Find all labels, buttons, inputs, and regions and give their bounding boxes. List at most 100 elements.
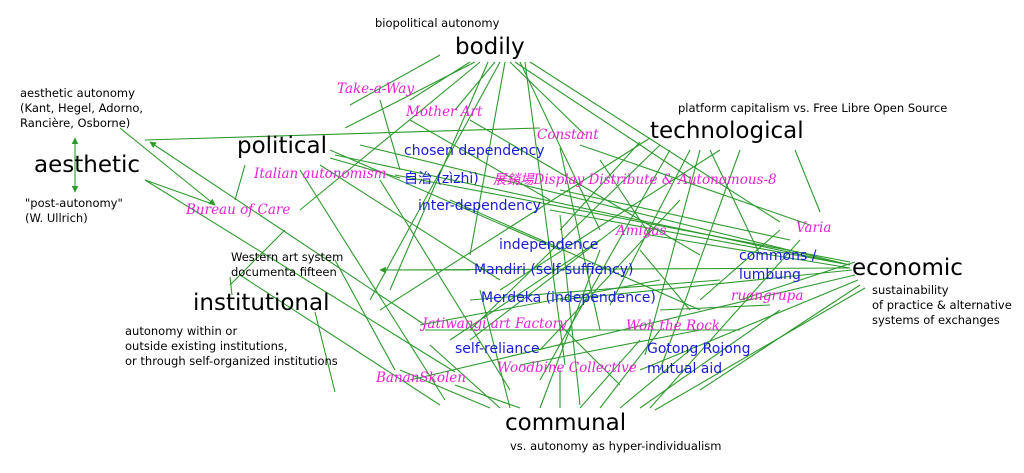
initiative-italian-autonomism: Italian autonomism [254, 166, 387, 182]
category-aesthetic: aesthetic [34, 152, 141, 178]
western-art-note: Western art system documenta fifteen [231, 250, 343, 280]
connection-line [299, 169, 446, 401]
connection-line [539, 199, 681, 351]
concept-zizhi: 自治 (zìzhì) [404, 171, 479, 187]
connection-line [609, 149, 691, 306]
connection-line [144, 179, 456, 373]
connection-line [399, 369, 491, 409]
connection-line [429, 344, 501, 409]
connection-line [389, 61, 489, 291]
connection-line [329, 149, 561, 251]
concept-self-reliance: self-reliance [455, 341, 540, 357]
concept-mandiri: Mandiri (self-suffiency) [474, 262, 634, 278]
connection-line [639, 279, 859, 371]
initiative-mother-art: Mother Art [406, 104, 483, 120]
category-technological: technological [650, 118, 804, 144]
concept-mutual-aid: mutual aid [647, 361, 723, 377]
note-line: outside existing institutions, [125, 339, 288, 353]
connection-line [479, 289, 511, 409]
connection-line [639, 249, 691, 311]
hyper-individualism-note: vs. autonomy as hyper-individualism [510, 439, 722, 453]
connection-line [349, 54, 441, 106]
connection-line [369, 61, 501, 301]
connection-line [499, 149, 721, 291]
connection-line [319, 164, 501, 281]
connection-line [409, 61, 471, 101]
note-line: sustainability [872, 283, 949, 297]
note-line: Rancière, Osborne) [20, 116, 131, 130]
initiative-banan-skolen: BananSkolen [376, 370, 466, 386]
connection-line [329, 157, 401, 179]
connection-line [469, 279, 721, 301]
connection-line [619, 349, 691, 409]
connection-line [659, 304, 771, 311]
connection-line [234, 164, 246, 201]
connection-line [409, 119, 551, 201]
concept-independence: independence [499, 237, 599, 253]
category-communal: communal [505, 410, 627, 436]
biopolitical-note: biopolitical autonomy [375, 16, 500, 30]
connection-line [239, 274, 441, 406]
note-line: or through self-organized institutions [125, 354, 338, 368]
concept-chosen-dependency: chosen dependency [404, 143, 545, 159]
institutional-note: autonomy within or outside existing inst… [125, 324, 338, 369]
connection-line [509, 61, 586, 136]
initiative-jatiwangi: Jatiwangi art Factory [422, 316, 567, 332]
connection-line [549, 209, 851, 266]
post-autonomy-note: "post-autonomy" (W. Ullrich) [25, 196, 123, 226]
connection-line [539, 249, 601, 409]
connection-line [529, 61, 781, 223]
connection-line [334, 154, 836, 263]
connection-line [599, 159, 651, 236]
connection-line [469, 224, 621, 341]
connection-line [359, 144, 851, 266]
category-economic: economic [852, 255, 963, 281]
connection-line [449, 199, 701, 311]
connection-line [639, 309, 781, 409]
connection-line [699, 229, 781, 301]
connection-line [144, 179, 216, 206]
concept-gotong-rojong: Gotong Rojong [647, 341, 751, 357]
connection-line [144, 127, 541, 141]
connection-line [394, 174, 851, 263]
connection-line [454, 384, 521, 409]
connection-line [559, 147, 601, 331]
initiative-amigas: Amigas [616, 223, 667, 239]
note-line: Western art system [231, 250, 344, 264]
connection-line [559, 141, 641, 231]
connection-line [644, 149, 701, 356]
connection-line [559, 269, 853, 301]
concept-merdeka: Merdeka (independence) [481, 290, 656, 306]
initiative-constant: Constant [537, 127, 599, 143]
connection-line [469, 61, 506, 256]
initiative-display-distribute: 展銷場Display Distribute & Autonomous-8 [493, 172, 777, 188]
connection-line [379, 137, 651, 311]
aesthetic-autonomy-note: aesthetic autonomy (Kant, Hegel, Adorno,… [20, 86, 143, 131]
connection-line [794, 149, 821, 213]
connection-line [519, 329, 701, 366]
category-political: political [237, 133, 327, 159]
connection-line [119, 127, 216, 206]
connection-line [559, 189, 791, 241]
connection-line [344, 61, 476, 129]
connection-line [379, 179, 511, 391]
note-line: "post-autonomy" [25, 196, 123, 210]
connection-line [519, 61, 601, 231]
connection-line [659, 149, 741, 371]
platform-note: platform capitalism vs. Free Libre Open … [678, 101, 948, 115]
note-line: of practice & alternative [872, 298, 1012, 312]
connection-line [334, 259, 396, 371]
connection-line [514, 61, 691, 179]
connection-line [709, 149, 761, 256]
connection-line [524, 61, 566, 366]
concept-line: commons / [739, 248, 817, 264]
connection-line [579, 144, 811, 226]
initiative-varia: Varia [796, 220, 832, 236]
concept-commons-lumbung: commons / lumbung [739, 247, 816, 285]
connection-line [379, 99, 401, 171]
connection-line [454, 61, 496, 111]
connection-line [469, 144, 661, 331]
category-institutional: institutional [193, 290, 330, 316]
